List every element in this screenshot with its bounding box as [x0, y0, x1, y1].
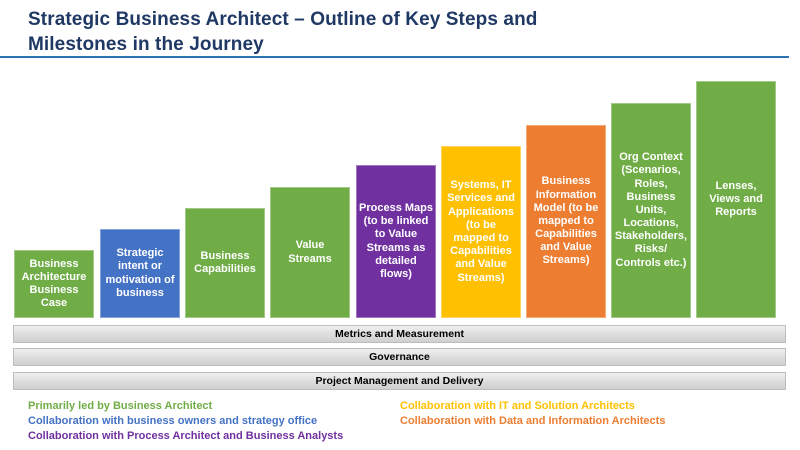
legend-item-business-architect: Primarily led by Business Architect	[28, 400, 213, 412]
step-org-context: Org Context (Scenarios, Roles, Business …	[611, 103, 691, 318]
step-value-streams: Value Streams	[270, 187, 350, 318]
legend-item-data-information-architects: Collaboration with Data and Information …	[400, 415, 666, 427]
step-systems-it-applications: Systems, IT Services and Applications (t…	[441, 146, 521, 318]
page-title-line-2: Milestones in the Journey	[28, 34, 264, 55]
page-title-line-1: Strategic Business Architect – Outline o…	[28, 9, 538, 30]
legend-item-business-owners: Collaboration with business owners and s…	[28, 415, 318, 427]
foundation-bar-governance: Governance	[13, 348, 786, 366]
step-process-maps: Process Maps (to be linked to Value Stre…	[356, 165, 436, 318]
foundation-bar-project-management: Project Management and Delivery	[13, 372, 786, 390]
legend-right: Collaboration with IT and Solution Archi…	[400, 399, 665, 429]
step-business-case: Business Architecture Business Case	[14, 250, 94, 318]
step-business-capabilities: Business Capabilities	[185, 208, 265, 318]
legend-left: Primarily led by Business Architect Coll…	[28, 399, 343, 444]
title-underline	[0, 56, 789, 58]
legend-item-it-solution-architects: Collaboration with IT and Solution Archi…	[400, 400, 635, 412]
step-business-information-model: Business Information Model (to be mapped…	[526, 125, 606, 318]
step-lenses-views-reports: Lenses, Views and Reports	[696, 81, 776, 318]
legend-item-process-architect: Collaboration with Process Architect and…	[28, 430, 344, 442]
foundation-bar-metrics: Metrics and Measurement	[13, 325, 786, 343]
page-title: Strategic Business Architect – Outline o…	[28, 7, 773, 57]
step-strategic-intent: Strategic intent or motivation of busine…	[100, 229, 180, 318]
